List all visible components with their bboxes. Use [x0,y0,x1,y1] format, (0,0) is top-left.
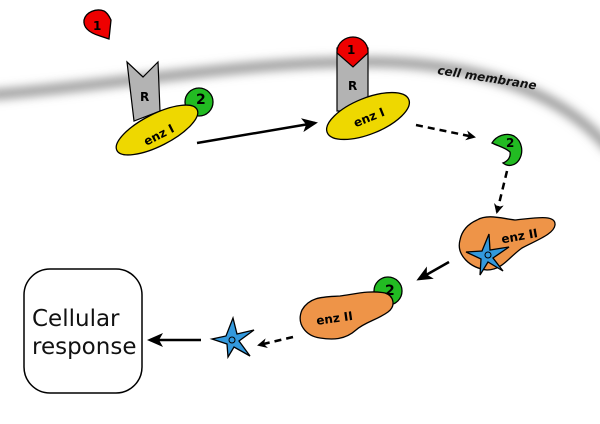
messenger-label: 2 [196,92,206,108]
arrow-release-messenger [415,123,476,141]
response-line-2: response [32,334,136,360]
ligand-1-bound [336,36,369,68]
enzyme-2-label: enz II [500,226,539,246]
enzyme-1-shape [326,91,410,141]
messenger-shape [491,133,523,167]
ligand-shape [83,9,112,40]
cellular-response-box: Cellular response [23,268,143,394]
enzyme-2-shape [299,291,394,340]
arrow-messenger-binding [416,260,450,281]
response-line-1: Cellular [32,306,120,332]
enzyme-2-active: enz II [458,216,556,276]
arrow-product-release [257,335,294,349]
membrane-label: cell membrane [437,63,538,92]
receptor-label: R [140,90,149,104]
messenger-2-free: 2 [491,133,523,167]
receptor-complex-bound: 1 R enz I [326,36,410,141]
product-star-free [209,315,255,360]
enzyme-1-shape [115,104,199,156]
messenger-label: 2 [506,136,514,150]
receptor-complex-unbound: R 2 enz I [115,60,214,156]
response-box-shape [23,268,143,394]
ligand-1-free: 1 [83,9,112,40]
enzyme-2-label: enz II [315,309,353,328]
ligand-label: 1 [347,43,355,57]
ligand-label: 1 [93,19,101,33]
arrow-activate-enzyme-2 [494,170,509,214]
arrow-binding [196,118,318,145]
enzyme-2-bound: 2 enz II [299,276,403,340]
receptor-label: R [348,79,357,93]
product-star-center [484,251,492,259]
receptor-shape [126,60,161,122]
product-star [465,233,510,276]
membrane-band [0,57,600,146]
messenger-label: 2 [385,283,395,299]
product-star-center [228,336,236,344]
